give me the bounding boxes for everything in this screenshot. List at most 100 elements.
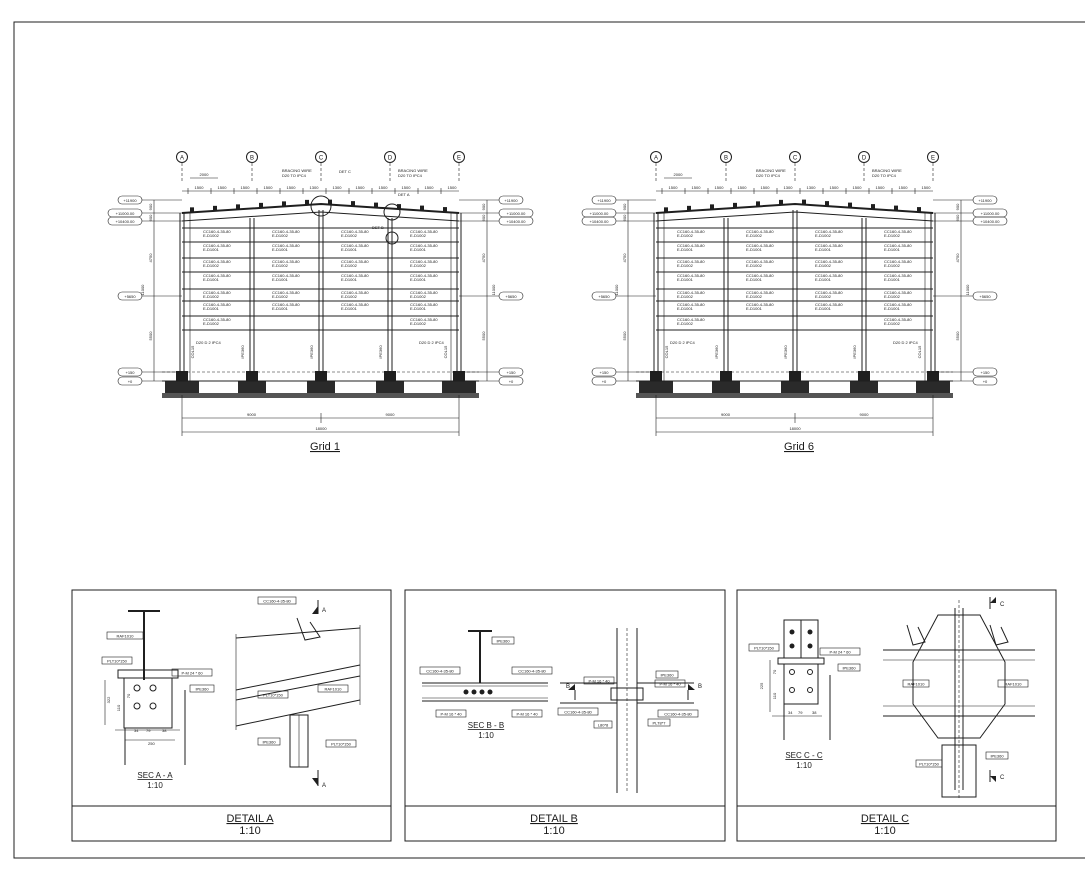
axis-bubble xyxy=(789,151,801,163)
sec-c-dim-70: 70 xyxy=(772,669,777,674)
girt-ref: E-D1002 xyxy=(815,233,832,238)
detail-c: DETAIL C 1:10 PLT10*150 P-M 24 * 60 xyxy=(736,589,1057,842)
girt-label: CC160-4-35-80 xyxy=(884,302,912,307)
axis-bubble xyxy=(453,151,465,163)
purlin-mark xyxy=(397,204,401,210)
bracing-label: BRACING WIRE xyxy=(282,168,312,173)
girt-label: CC160-4-35-80 xyxy=(341,290,369,295)
girt-label: CC160-4-35-80 xyxy=(272,243,300,248)
girt-label: CC160-4-35-80 xyxy=(746,229,774,234)
level-tag-left-text: +5650 xyxy=(124,294,136,299)
height-dim: 4750 xyxy=(481,253,486,263)
girt-ref: E-D1002 xyxy=(884,321,901,326)
lower-bracing-label: D20 D 2 IPC4 xyxy=(196,340,221,345)
footing xyxy=(442,381,476,393)
purlin-dim: 1500 xyxy=(899,185,909,190)
span-dim-half: 9000 xyxy=(721,412,731,417)
detail-b-section-mark-right: B xyxy=(698,684,702,690)
sec-c-callout-plt: PLT10*150 xyxy=(754,646,774,651)
girt-label: CC160-4-35-80 xyxy=(272,302,300,307)
girt-ref: E-D1002 xyxy=(884,263,901,268)
purlin-mark xyxy=(871,204,875,210)
detail-b-callout-ipe: IPE360 xyxy=(660,673,674,678)
girt-label: CC160-4-35-80 xyxy=(815,243,843,248)
height-dim: 5500 xyxy=(481,331,486,341)
girt-ref: E-D1002 xyxy=(341,294,358,299)
girt-label: CC160-4-35-80 xyxy=(410,273,438,278)
girt-label: CC160-4-35-80 xyxy=(203,243,231,248)
detail-c-callout-plt: PLT10*150 xyxy=(919,762,939,767)
girt-ref: E-D1001 xyxy=(341,247,358,252)
girt-label: CC160-4-35-80 xyxy=(746,302,774,307)
girt-label: CC160-4-35-80 xyxy=(884,229,912,234)
girt-label: CC160-4-35-80 xyxy=(410,243,438,248)
axis-bubble xyxy=(246,151,258,163)
pedestal xyxy=(384,371,396,381)
detail-a-scale: 1:10 xyxy=(239,825,260,837)
edge-dim: 2000 xyxy=(674,172,684,177)
girt-label: CC160-4-35-80 xyxy=(677,229,705,234)
sec-a-title: SEC A - A xyxy=(137,771,173,780)
girt-ref: E-D1001 xyxy=(884,247,901,252)
girt-ref: E-D1002 xyxy=(203,233,220,238)
girt-label: CC160-4-35-80 xyxy=(677,243,705,248)
girt-label: CC160-4-35-80 xyxy=(746,259,774,264)
sec-a-dim-34: 34 xyxy=(134,728,139,733)
girt-label: CC160-4-35-80 xyxy=(884,317,912,322)
girt-label: CC160-4-35-80 xyxy=(341,243,369,248)
sec-a-callout-raf: RAF1010 xyxy=(117,634,135,639)
pedestal xyxy=(246,371,258,381)
detail-c-frame xyxy=(736,589,1057,807)
girt-ref: E-D1001 xyxy=(677,247,694,252)
girt-ref: E-D1002 xyxy=(677,321,694,326)
sec-b-section: IPE360 CC160-4-35-80 CC160-4-35-80 P-M 1… xyxy=(419,630,553,740)
detail-c-mark-label: DET C xyxy=(339,169,351,174)
bracing-label-right: BRACING WIRE xyxy=(398,168,428,173)
girt-ref: E-D1002 xyxy=(884,294,901,299)
girt-ref: E-D1001 xyxy=(272,247,289,252)
axis-label: B xyxy=(724,156,728,162)
detail-c-scale: 1:10 xyxy=(874,825,895,837)
purlin-mark xyxy=(236,204,240,210)
purlin-dim: 1500 xyxy=(830,185,840,190)
sec-c-dim-110: 110 xyxy=(772,692,777,699)
purlin-dim: 1500 xyxy=(692,185,702,190)
sec-b-scale: 1:10 xyxy=(478,731,494,740)
girt-ref: E-D1001 xyxy=(203,277,220,282)
girt-ref: E-D1002 xyxy=(272,294,289,299)
purlin-dim: 1500 xyxy=(715,185,725,190)
girt-ref: E-D1001 xyxy=(410,277,427,282)
column-label: IPE360 xyxy=(378,345,383,359)
detail-b-scale: 1:10 xyxy=(543,825,564,837)
girt-ref: E-D1001 xyxy=(884,277,901,282)
bracing-label-right: BRACING WIRE xyxy=(872,168,902,173)
bracing-sub: D20 TO IPC4 xyxy=(756,173,781,178)
girt-ref: E-D1001 xyxy=(203,247,220,252)
level-tag-right-text: +5650 xyxy=(505,294,517,299)
girt-label: CC160-4-35-80 xyxy=(203,273,231,278)
girt-label: CC160-4-35-80 xyxy=(203,302,231,307)
girt-ref: E-D1002 xyxy=(884,233,901,238)
detail-c-title-frame xyxy=(736,805,1057,842)
sec-c-title: SEC C - C xyxy=(785,751,823,760)
purlin-mark xyxy=(213,205,217,211)
sec-c-dim-79: 79 xyxy=(798,710,803,715)
end-column-label: COL15 xyxy=(917,345,922,358)
height-dim: 600 xyxy=(955,214,960,221)
pedestal xyxy=(858,371,870,381)
detail-c-callout-raf-left: RAF1010 xyxy=(908,682,926,687)
girt-ref: E-D1002 xyxy=(746,263,763,268)
level-tag-left-text: +150 xyxy=(125,370,135,375)
girt-label: CC160-4-35-80 xyxy=(884,290,912,295)
girt-label: CC160-4-35-80 xyxy=(410,229,438,234)
girt-label: CC160-4-35-80 xyxy=(272,229,300,234)
purlin-dim: 1500 xyxy=(264,185,274,190)
girt-label: CC160-4-35-80 xyxy=(884,273,912,278)
column-label: IPE360 xyxy=(714,345,719,359)
girt-ref: E-D1002 xyxy=(677,233,694,238)
height-dim: 4750 xyxy=(148,253,153,263)
girt-label: CC160-4-35-80 xyxy=(815,290,843,295)
sec-c-callout-pm: P-M 24 * 60 xyxy=(829,650,851,655)
purlin-mark xyxy=(779,199,783,205)
girt-ref: E-D1002 xyxy=(203,263,220,268)
